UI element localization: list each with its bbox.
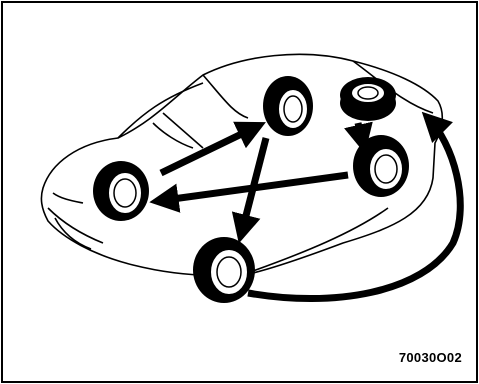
spare-tire-icon [340, 77, 396, 121]
wheel-front-right-icon [263, 76, 313, 136]
figure-code: 70030O02 [399, 350, 462, 365]
wheel-front-left-icon [93, 161, 149, 221]
arrow-spare-to-rear-right [358, 123, 363, 145]
tire-rotation-diagram [3, 3, 476, 381]
wheel-rear-left-icon [193, 237, 255, 303]
arrow-front-left-to-front-right [161, 126, 258, 173]
arrow-rear-left-to-spare [248, 118, 460, 299]
